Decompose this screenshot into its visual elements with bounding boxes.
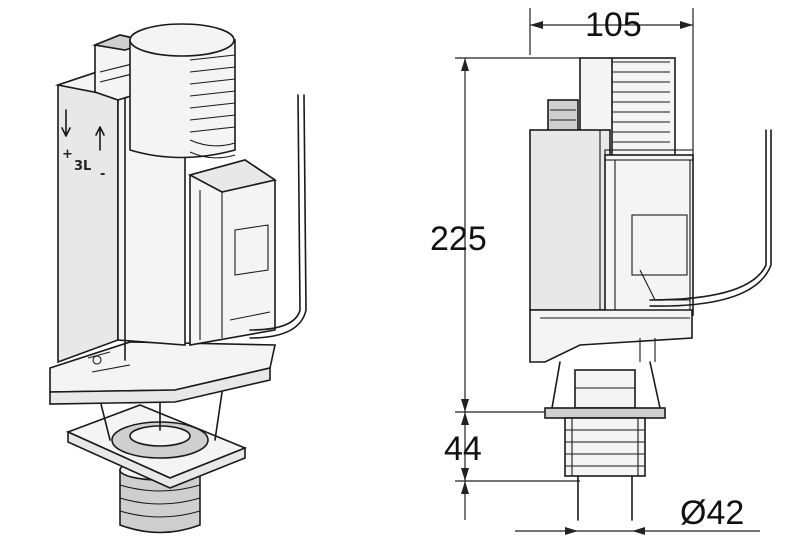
dim-width-top	[529, 8, 694, 150]
iso-ribbed-cylinder	[129, 23, 236, 159]
minus-marking: -	[100, 167, 105, 182]
dim-diameter	[515, 527, 760, 535]
side-latch	[547, 99, 579, 135]
iso-wire-lever	[249, 94, 301, 331]
iso-base-flange	[65, 404, 248, 489]
dim-diameter-label: Ø42	[680, 494, 745, 532]
side-flange	[544, 407, 666, 419]
iso-lower-housing	[49, 341, 276, 405]
dim-bottom-height	[455, 412, 580, 520]
plus-marking: +	[62, 147, 73, 162]
side-view	[455, 8, 772, 535]
side-wire-lever	[649, 129, 767, 301]
side-float-box	[529, 129, 611, 311]
side-cage	[551, 361, 661, 409]
dim-height-label: 225	[430, 220, 487, 258]
side-outlet	[564, 417, 646, 521]
dim-height	[455, 57, 580, 413]
side-valve-housing	[604, 149, 694, 316]
dim-width-top-label: 105	[585, 6, 642, 44]
side-base-housing	[529, 309, 693, 363]
volume-marking: 3L	[74, 159, 91, 174]
iso-valve-housing	[187, 159, 277, 346]
dim-bottom-height-label: 44	[444, 430, 482, 468]
isometric-view: + 3L -	[49, 23, 307, 534]
